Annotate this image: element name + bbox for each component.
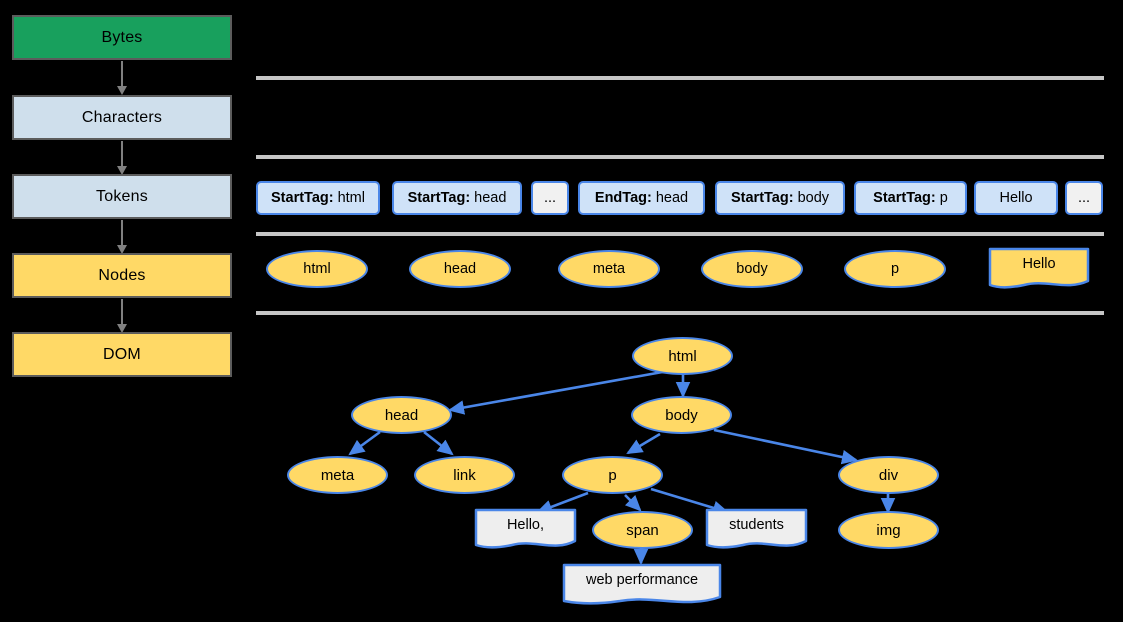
token-value: p bbox=[939, 190, 948, 206]
tree-node-span: span bbox=[592, 511, 693, 549]
token-chip-starttag-body: StartTag: body bbox=[715, 181, 845, 215]
tree-node-p: p bbox=[562, 456, 663, 494]
separator-line-2 bbox=[256, 155, 1104, 159]
token-chip-starttag-p: StartTag: p bbox=[854, 181, 967, 215]
pipeline-step-label: Characters bbox=[81, 108, 163, 126]
pipeline-arrow-3 bbox=[117, 220, 127, 254]
token-kind: StartTag: bbox=[271, 190, 334, 206]
pipeline-step-bytes: Bytes bbox=[12, 15, 232, 60]
token-value: ... bbox=[543, 190, 557, 206]
node-label: body bbox=[736, 261, 768, 277]
pipeline-arrow-2 bbox=[117, 141, 127, 175]
tree-node-label: meta bbox=[320, 466, 355, 484]
tree-node-label: link bbox=[453, 466, 476, 484]
tree-node-web-performance-text: web performance bbox=[562, 563, 722, 609]
tree-node-label: head bbox=[384, 406, 419, 424]
pipeline-step-tokens: Tokens bbox=[12, 174, 232, 219]
tree-node-body: body bbox=[631, 396, 732, 434]
tree-node-label: img bbox=[876, 521, 901, 539]
tree-node-img: img bbox=[838, 511, 939, 549]
tree-node-label: div bbox=[878, 466, 899, 484]
token-value: body bbox=[797, 190, 830, 206]
pipeline-step-dom: DOM bbox=[12, 332, 232, 377]
tree-node-label: span bbox=[626, 521, 659, 539]
node-label: p bbox=[890, 261, 900, 277]
tree-node-hello-text: Hello, bbox=[474, 508, 577, 552]
node-chip-html: html bbox=[266, 250, 368, 288]
document-shape-icon bbox=[705, 508, 808, 549]
tree-node-div: div bbox=[838, 456, 939, 494]
token-value: ... bbox=[1077, 190, 1091, 206]
node-chip-body: body bbox=[701, 250, 803, 288]
pipeline-step-label: DOM bbox=[103, 345, 141, 363]
token-value: html bbox=[337, 190, 365, 206]
token-chip-endtag-head: EndTag: head bbox=[578, 181, 705, 215]
tree-node-html: html bbox=[632, 337, 733, 375]
token-chip-hello: Hello bbox=[974, 181, 1058, 215]
separator-line-1 bbox=[256, 76, 1104, 80]
token-value: head bbox=[655, 190, 689, 206]
pipeline-step-label: Nodes bbox=[98, 266, 146, 284]
token-value: Hello bbox=[999, 190, 1033, 206]
pipeline-step-label: Bytes bbox=[101, 28, 143, 46]
token-chip-starttag-html: StartTag: html bbox=[256, 181, 380, 215]
tree-node-students-text: students bbox=[705, 508, 808, 552]
token-chip-ellipsis-1: ... bbox=[531, 181, 569, 215]
document-shape-icon bbox=[562, 563, 722, 605]
pipeline-arrow-4 bbox=[117, 299, 127, 333]
token-chip-ellipsis-2: ... bbox=[1065, 181, 1103, 215]
separator-line-4 bbox=[256, 311, 1104, 315]
node-label: head bbox=[443, 261, 477, 277]
node-chip-head: head bbox=[409, 250, 511, 288]
document-shape-icon bbox=[474, 508, 577, 549]
tree-node-label: p bbox=[608, 466, 617, 484]
node-chip-meta: meta bbox=[558, 250, 660, 288]
tree-node-label: html bbox=[668, 347, 697, 365]
token-chip-starttag-head: StartTag: head bbox=[392, 181, 522, 215]
token-kind: StartTag: bbox=[730, 190, 794, 206]
pipeline-step-characters: Characters bbox=[12, 95, 232, 140]
token-kind: StartTag: bbox=[873, 190, 936, 206]
tree-node-label: body bbox=[665, 406, 698, 424]
node-label: meta bbox=[592, 261, 626, 277]
pipeline-arrow-1 bbox=[117, 61, 127, 95]
token-kind: StartTag: bbox=[407, 190, 471, 206]
node-chip-p: p bbox=[844, 250, 946, 288]
pipeline-step-nodes: Nodes bbox=[12, 253, 232, 298]
pipeline-step-label: Tokens bbox=[96, 187, 148, 205]
tree-node-meta: meta bbox=[287, 456, 388, 494]
tree-node-head: head bbox=[351, 396, 452, 434]
token-value: head bbox=[474, 190, 507, 206]
document-shape-icon bbox=[988, 247, 1090, 289]
separator-line-3 bbox=[256, 232, 1104, 236]
token-kind: EndTag: bbox=[594, 190, 652, 206]
tree-node-link: link bbox=[414, 456, 515, 494]
node-label: html bbox=[303, 261, 331, 277]
